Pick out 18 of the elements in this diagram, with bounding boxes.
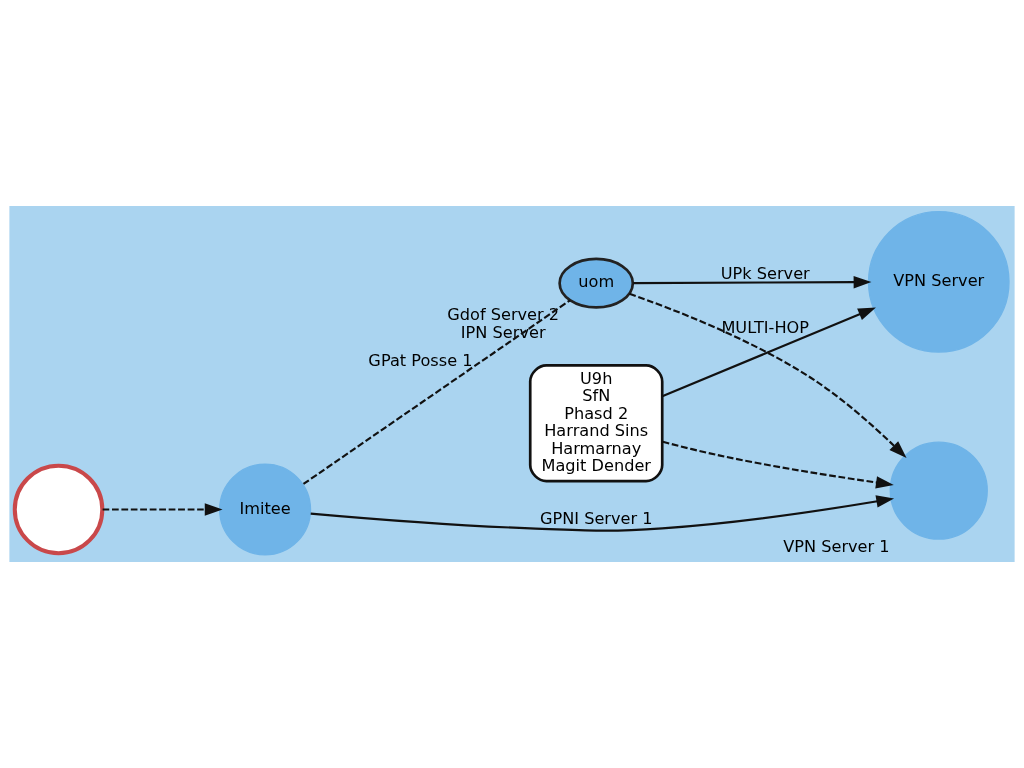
node-circle: VPN Server (867, 210, 1010, 353)
arrow (102, 503, 223, 516)
edge-label: GPNI Server 1 (539, 508, 653, 528)
connector (302, 299, 571, 485)
arrow (662, 440, 894, 489)
arrow (310, 495, 895, 532)
arrow (633, 275, 872, 289)
arrow (661, 307, 876, 398)
node-circle: Imitee (219, 463, 312, 556)
node-circle (12, 463, 105, 556)
arrow (629, 292, 907, 459)
node-box: U9h SfN Phasd 2 Harrand Sins Harmarnay Magit Dender (528, 364, 664, 483)
edge-label: UPk Server (720, 263, 810, 283)
node-ellipse: uom (558, 257, 635, 309)
node-label: IPN Server (460, 322, 546, 342)
edge-label: MULTI-HOP (721, 317, 810, 337)
node-label: VPN Server 1 (783, 537, 890, 557)
edge-label: GPat Posse 1 (368, 351, 473, 371)
